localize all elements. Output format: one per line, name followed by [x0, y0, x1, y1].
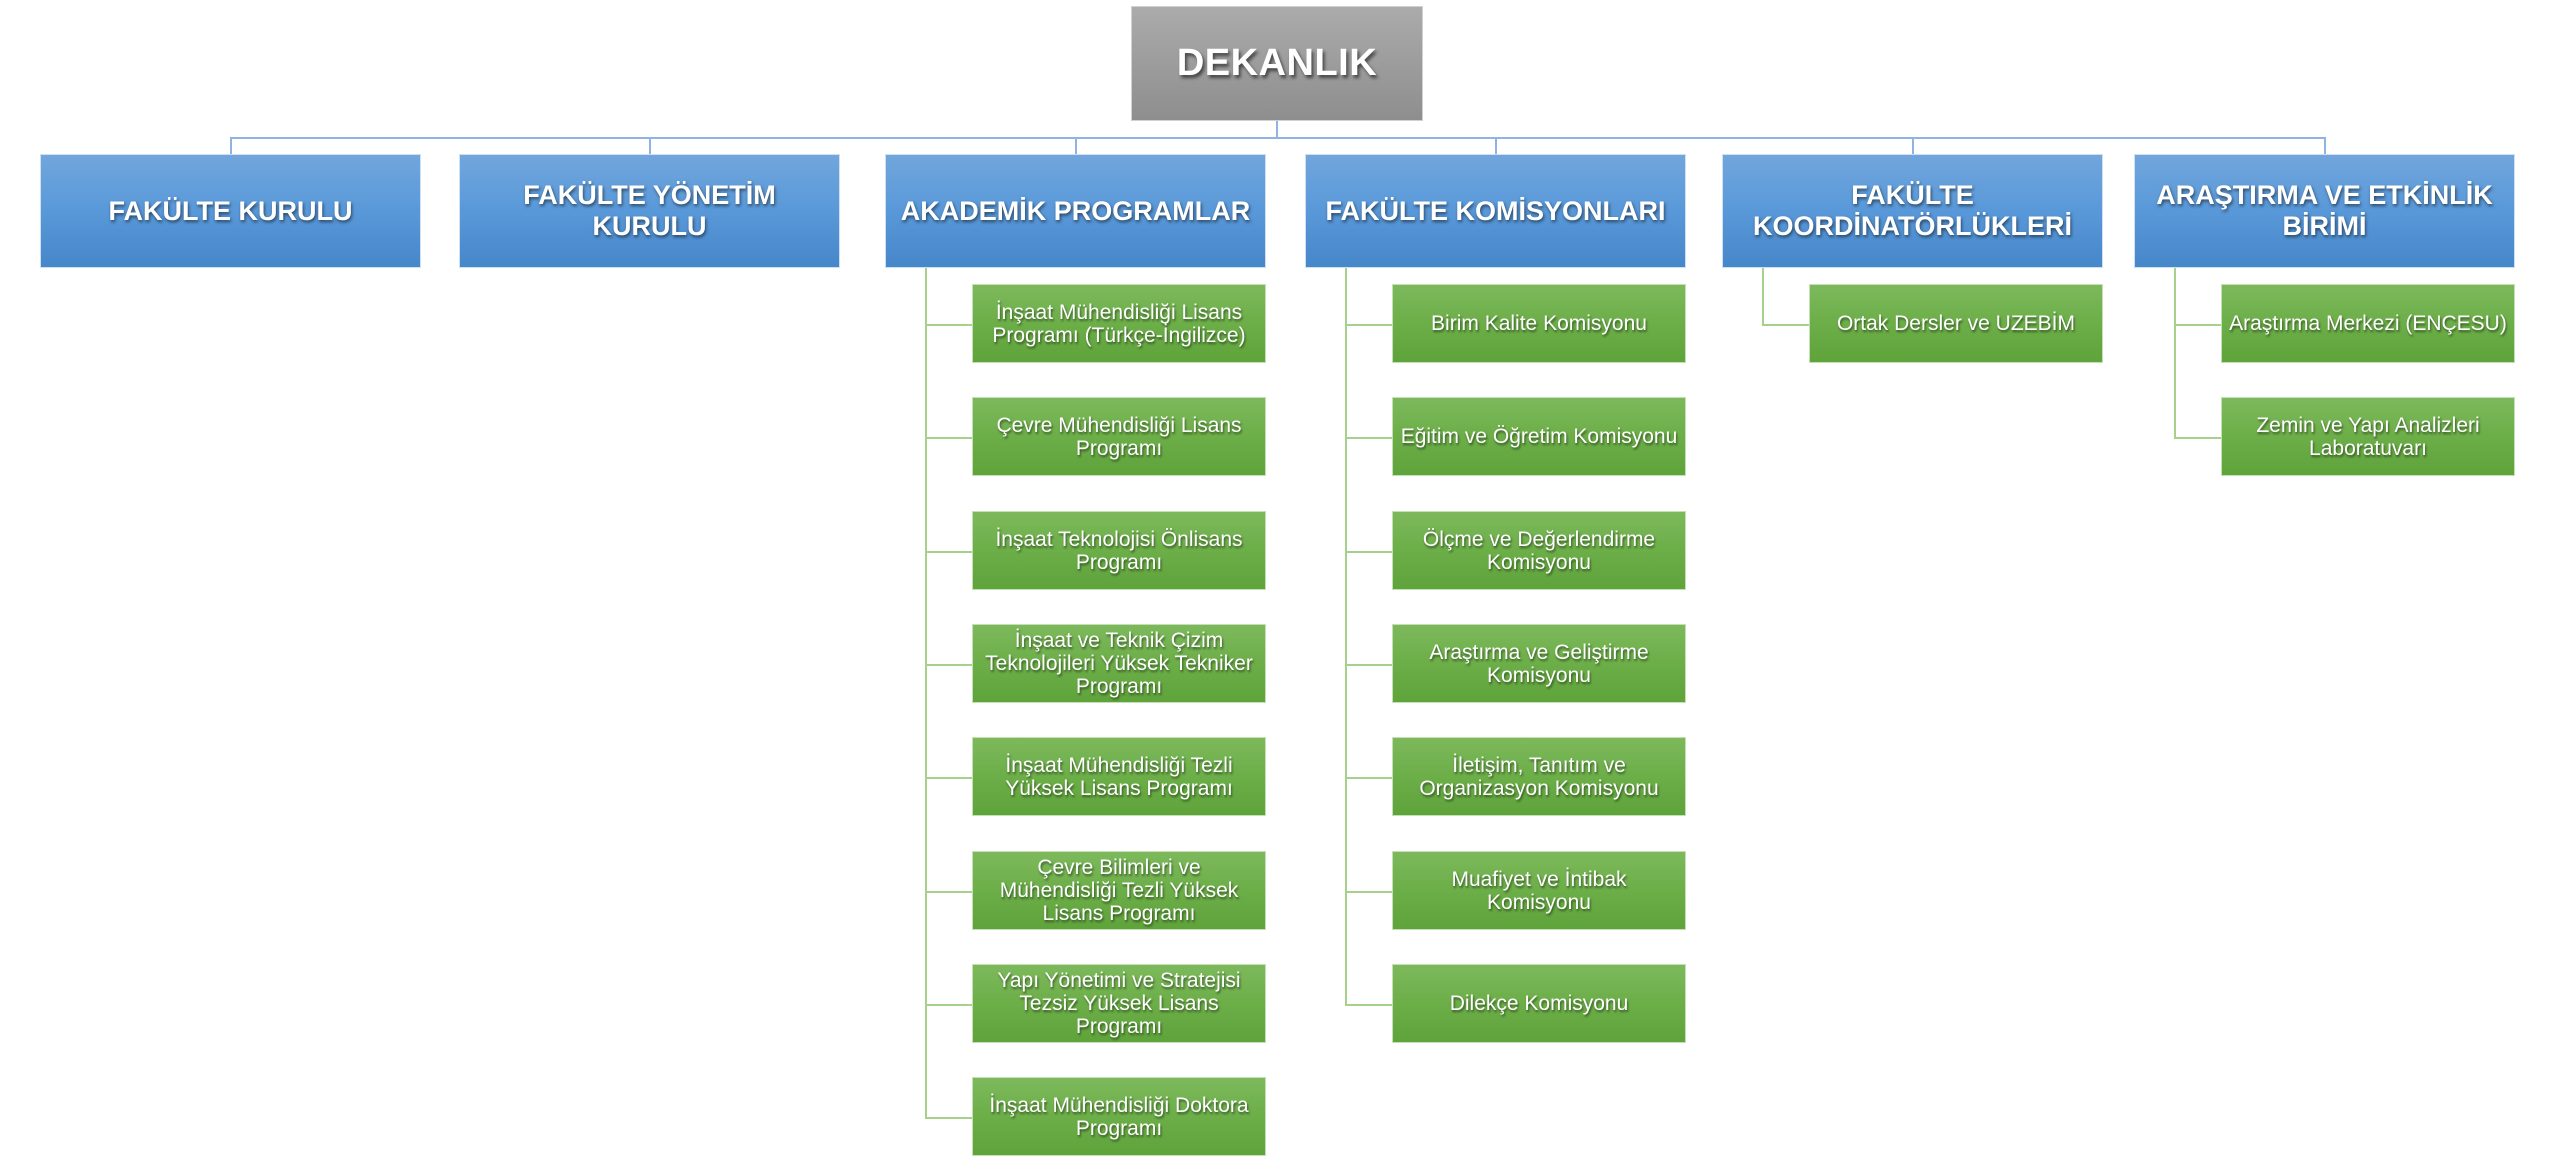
unit-label: İnşaat Mühendisliği Lisans Programı (Tür… [992, 300, 1246, 347]
unit-label: Çevre Bilimleri ve Mühendisliği Tezli Yü… [999, 856, 1239, 925]
unit-label: İnşaat ve Teknik Çizim Teknolojileri Yük… [985, 629, 1253, 698]
department-label: FAKÜLTE YÖNETİM KURULU [523, 180, 776, 241]
child-spine-connector [1345, 268, 1347, 1005]
department-connector [1074, 137, 1077, 154]
child-spine-connector [925, 268, 927, 1118]
root-node-dekanlik[interactable]: DEKANLIK [1131, 6, 1423, 121]
department-fakulte-komisyonlari[interactable]: FAKÜLTE KOMİSYONLARI [1305, 154, 1686, 268]
department-connector [2323, 137, 2326, 154]
department-fakulte-kurulu[interactable]: FAKÜLTE KURULU [40, 154, 421, 268]
department-connector [1494, 137, 1497, 154]
child-connector [925, 436, 972, 439]
unit-label: Ortak Dersler ve UZEBİM [1836, 312, 2076, 335]
child-connector [925, 776, 972, 779]
child-connector [1345, 890, 1392, 893]
unit-label: Muafiyet ve İntibak Komisyonu [1451, 867, 1627, 914]
department-label: ARAŞTIRMA VE ETKİNLİK BİRİMİ [2156, 180, 2493, 241]
child-connector [1345, 436, 1392, 439]
child-connector [2174, 323, 2221, 326]
root-node-label: DEKANLIK [1176, 42, 1378, 84]
child-connector [1345, 776, 1392, 779]
unit-label: Zemin ve Yapı Analizleri Laboratuvarı [2256, 413, 2480, 460]
unit-label: Ölçme ve Değerlendirme Komisyonu [1422, 527, 1656, 574]
child-spine-connector [1762, 268, 1764, 325]
unit-insaat-muhendisligi-lisans-programi-turkce-ingilizce[interactable]: İnşaat Mühendisliği Lisans Programı (Tür… [972, 284, 1266, 363]
unit-label: İnşaat Mühendisliği Doktora Programı [989, 1093, 1249, 1140]
department-arastirma-ve-etkinlik-birimi[interactable]: ARAŞTIRMA VE ETKİNLİK BİRİMİ [2134, 154, 2515, 268]
unit-label: Birim Kalite Komisyonu [1431, 312, 1647, 335]
unit-insaat-teknolojisi-onlisans-programi[interactable]: İnşaat Teknolojisi Önlisans Programı [972, 511, 1266, 590]
department-connector [1911, 137, 1914, 154]
unit-iletisim-tanitim-ve-organizasyon-komisyonu[interactable]: İletişim, Tanıtım ve Organizasyon Komisy… [1392, 737, 1686, 816]
unit-insaat-muhendisligi-doktora-programi[interactable]: İnşaat Mühendisliği Doktora Programı [972, 1077, 1266, 1156]
unit-insaat-muhendisligi-tezli-yuksek-lisans-programi[interactable]: İnşaat Mühendisliği Tezli Yüksek Lisans … [972, 737, 1266, 816]
unit-zemin-ve-yapi-analizleri-laboratuvari[interactable]: Zemin ve Yapı Analizleri Laboratuvarı [2221, 397, 2515, 476]
unit-cevre-bilimleri-ve-muhendisligi-tezli-yuksek-lisans-programi[interactable]: Çevre Bilimleri ve Mühendisliği Tezli Yü… [972, 851, 1266, 930]
department-bus-connector [230, 137, 2325, 139]
unit-label: Dilekçe Komisyonu [1449, 992, 1629, 1015]
department-label: FAKÜLTE KOMİSYONLARI [1325, 195, 1666, 226]
department-fakulte-yonetim-kurulu[interactable]: FAKÜLTE YÖNETİM KURULU [459, 154, 840, 268]
unit-label: Çevre Mühendisliği Lisans Programı [996, 413, 1242, 460]
root-connector [1276, 121, 1278, 138]
unit-birim-kalite-komisyonu[interactable]: Birim Kalite Komisyonu [1392, 284, 1686, 363]
child-connector [925, 1116, 972, 1119]
child-connector [2174, 436, 2221, 439]
child-connector [925, 323, 972, 326]
department-connector [229, 137, 232, 154]
unit-label: Araştırma ve Geliştirme Komisyonu [1429, 640, 1649, 687]
unit-olcme-ve-degerlendirme-komisyonu[interactable]: Ölçme ve Değerlendirme Komisyonu [1392, 511, 1686, 590]
child-connector [925, 663, 972, 666]
child-connector [925, 550, 972, 553]
child-connector [1345, 663, 1392, 666]
department-label: FAKÜLTE KURULU [108, 195, 353, 226]
child-connector [925, 1003, 972, 1006]
child-connector [1345, 1003, 1392, 1006]
child-connector [1345, 550, 1392, 553]
unit-label: Yapı Yönetimi ve Stratejisi Tezsiz Yükse… [997, 969, 1241, 1038]
unit-ortak-dersler-ve-uzebim[interactable]: Ortak Dersler ve UZEBİM [1809, 284, 2103, 363]
department-akademik-programlar[interactable]: AKADEMİK PROGRAMLAR [885, 154, 1266, 268]
unit-muafiyet-ve-intibak-komisyonu[interactable]: Muafiyet ve İntibak Komisyonu [1392, 851, 1686, 930]
child-spine-connector [2174, 268, 2176, 438]
unit-label: Araştırma Merkezi (ENÇESU) [2229, 312, 2507, 335]
unit-insaat-ve-teknik-cizim-teknolojileri-yuksek-tekniker-programi[interactable]: İnşaat ve Teknik Çizim Teknolojileri Yük… [972, 624, 1266, 703]
unit-label: İnşaat Mühendisliği Tezli Yüksek Lisans … [1005, 753, 1233, 800]
child-connector [1762, 323, 1809, 326]
unit-label: İnşaat Teknolojisi Önlisans Programı [995, 527, 1243, 574]
unit-cevre-muhendisligi-lisans-programi[interactable]: Çevre Mühendisliği Lisans Programı [972, 397, 1266, 476]
child-connector [925, 890, 972, 893]
unit-egitim-ve-ogretim-komisyonu[interactable]: Eğitim ve Öğretim Komisyonu [1392, 397, 1686, 476]
unit-label: İletişim, Tanıtım ve Organizasyon Komisy… [1419, 753, 1659, 800]
unit-arastirma-ve-gelistirme-komisyonu[interactable]: Araştırma ve Geliştirme Komisyonu [1392, 624, 1686, 703]
department-connector [648, 137, 651, 154]
unit-dilekce-komisyonu[interactable]: Dilekçe Komisyonu [1392, 964, 1686, 1043]
unit-yapi-yonetimi-ve-stratejisi-tezsiz-yuksek-lisans-programi[interactable]: Yapı Yönetimi ve Stratejisi Tezsiz Yükse… [972, 964, 1266, 1043]
unit-label: Eğitim ve Öğretim Komisyonu [1400, 425, 1678, 448]
unit-arastirma-merkezi-encesu[interactable]: Araştırma Merkezi (ENÇESU) [2221, 284, 2515, 363]
department-fakulte-koordinatorlukleri[interactable]: FAKÜLTE KOORDİNATÖRLÜKLERİ [1722, 154, 2103, 268]
department-label: AKADEMİK PROGRAMLAR [900, 195, 1251, 226]
child-connector [1345, 323, 1392, 326]
department-label: FAKÜLTE KOORDİNATÖRLÜKLERİ [1753, 180, 2072, 241]
